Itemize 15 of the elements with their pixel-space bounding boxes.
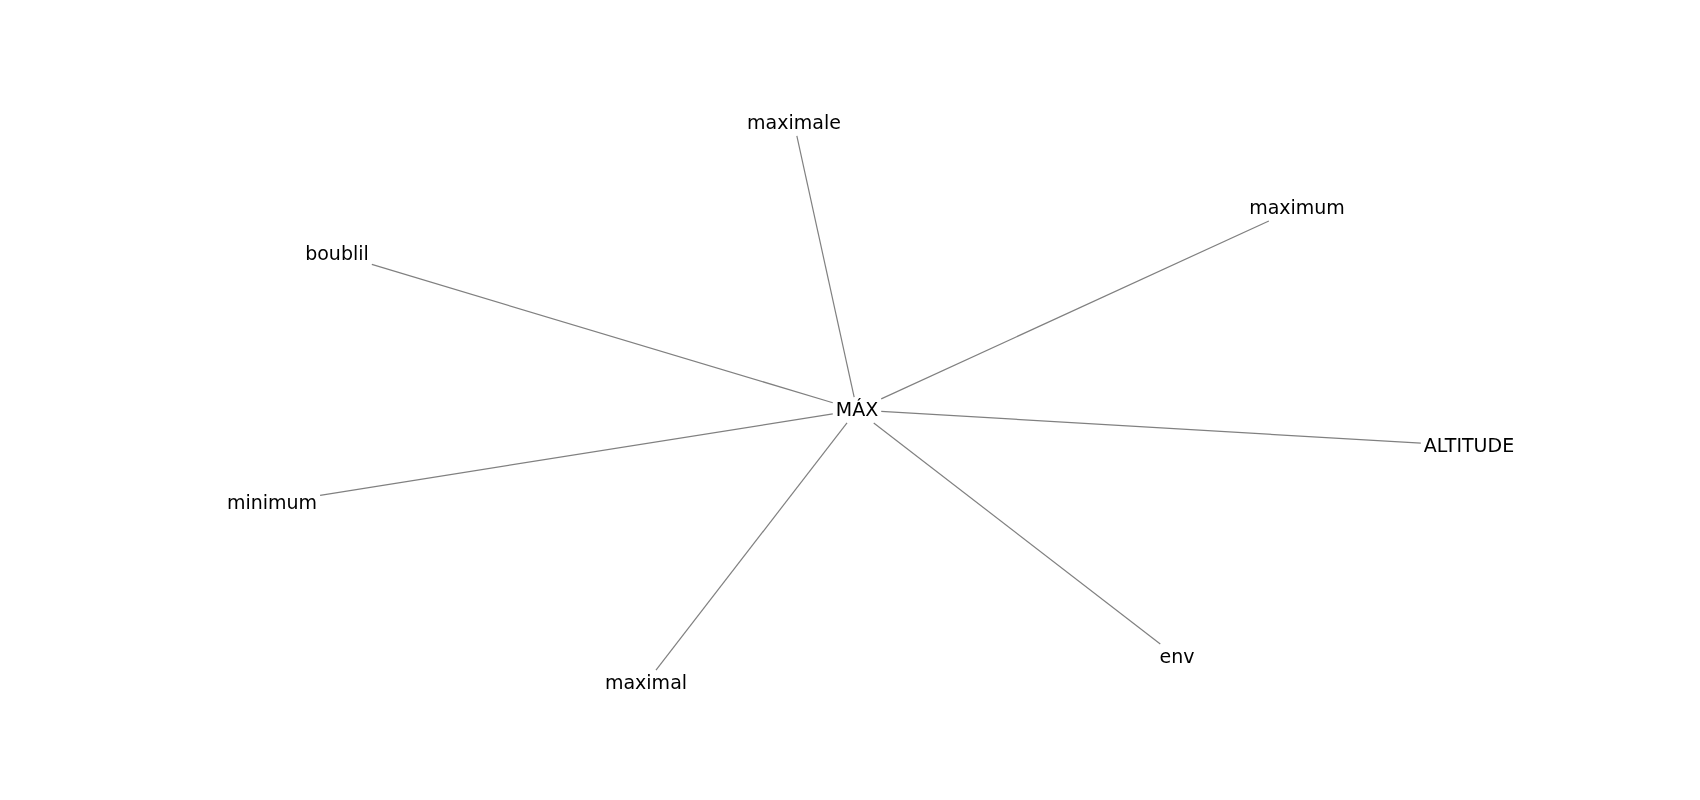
word-label: minimum [225, 492, 319, 514]
connector-line [319, 413, 834, 496]
word-label: ALTITUDE [1422, 435, 1516, 457]
word-label: env [1158, 646, 1196, 668]
word-label: boublil [304, 243, 370, 265]
connector-line [371, 263, 834, 404]
word-label: maximale [746, 112, 842, 134]
word-label: maximal [603, 672, 689, 694]
connector-line [796, 135, 855, 398]
connector-line [873, 422, 1161, 645]
connector-line [880, 220, 1270, 400]
connector-line [655, 422, 848, 671]
connector-line [880, 410, 1422, 444]
word-label: maximum [1248, 197, 1346, 219]
word-label: MÁX [834, 399, 880, 421]
